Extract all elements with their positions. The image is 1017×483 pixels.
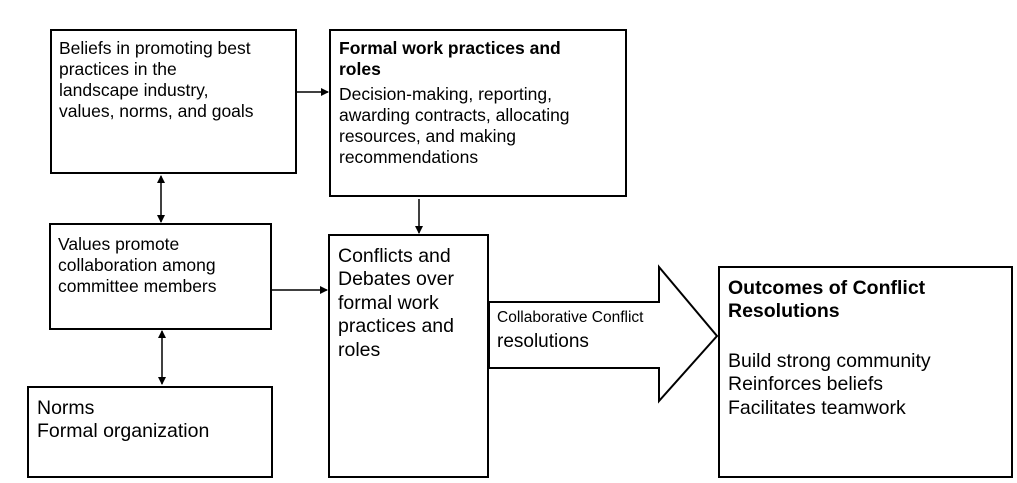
outcomes-body: Build strong community Reinforces belief… <box>728 350 931 419</box>
values-box <box>49 223 272 330</box>
conflicts-box <box>328 234 489 478</box>
outcomes-box <box>718 266 1013 478</box>
outcomes-title: Outcomes of Conflict Resolutions <box>728 277 926 323</box>
formal-practices-box <box>329 29 627 197</box>
arrow-label-line2: resolutions <box>497 331 589 352</box>
beliefs-text: Beliefs in promoting best practices in t… <box>59 38 254 121</box>
norms-box <box>27 386 273 478</box>
formal-practices-title: Formal work practices and roles <box>339 38 561 79</box>
norms-text: Norms Formal organization <box>37 397 210 443</box>
arrow-label-line1: Collaborative Conflict <box>497 309 644 326</box>
values-text: Values promote collaboration among commi… <box>58 234 217 296</box>
conflicts-text: Conflicts and Debates over formal work p… <box>338 245 454 361</box>
formal-practices-body: Decision-making, reporting, awarding con… <box>339 84 570 167</box>
collaborative-resolution-block-arrow <box>488 264 719 404</box>
beliefs-box <box>50 29 297 174</box>
